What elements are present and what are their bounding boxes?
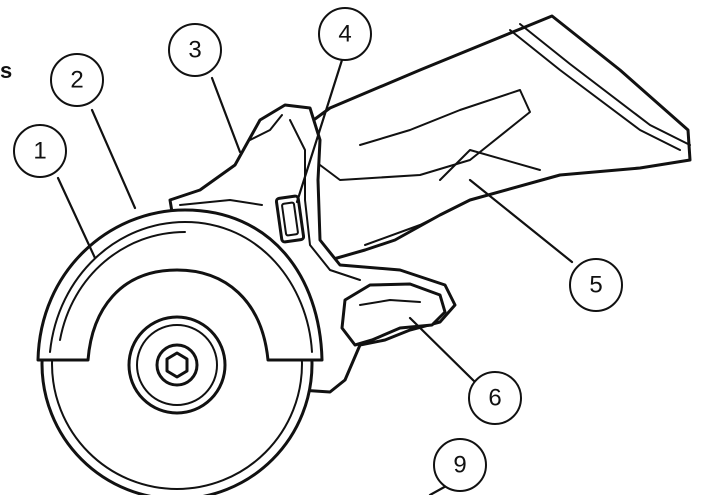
callout-6: 6 bbox=[468, 371, 522, 425]
callout-9: 9 bbox=[433, 438, 487, 492]
callout-4-label: 4 bbox=[338, 21, 351, 48]
callout-1-label: 1 bbox=[33, 138, 46, 165]
callout-5-label: 5 bbox=[589, 272, 602, 299]
callout-2-label: 2 bbox=[70, 67, 83, 94]
blade-flange bbox=[127, 315, 227, 415]
callout-6-label: 6 bbox=[488, 385, 501, 412]
callout-2: 2 bbox=[50, 53, 104, 107]
callout-3-label: 3 bbox=[188, 37, 201, 64]
callout-1: 1 bbox=[13, 124, 67, 178]
leader-lines bbox=[56, 58, 574, 495]
auxiliary-grip bbox=[340, 282, 447, 347]
cropped-edge-text: s bbox=[0, 58, 12, 83]
callout-3: 3 bbox=[168, 23, 222, 77]
callout-4: 4 bbox=[318, 7, 372, 61]
callout-5: 5 bbox=[569, 258, 623, 312]
callout-9-label: 9 bbox=[453, 452, 466, 479]
blade-guard bbox=[36, 208, 324, 362]
hex-nut bbox=[165, 351, 189, 379]
switch-button bbox=[274, 194, 306, 244]
